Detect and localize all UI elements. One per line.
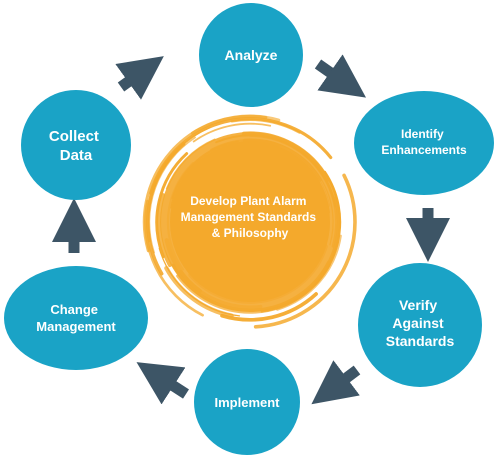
step-identify-line-2: Enhancements [381,143,467,157]
step-verify-against-standards: Verify Against Standards [358,263,482,387]
arrow-collect-to-analyze [115,56,164,100]
arrow-verify-to-implement [311,360,361,405]
center-label-line-3: & Philosophy [212,226,289,240]
sun-brush-stroke [155,126,211,180]
arrow-analyze-to-identify [314,54,367,98]
step-collect-label: Collect Data [49,128,103,164]
step-collect-circle [21,90,131,200]
cycle-arrows [52,54,450,405]
step-analyze-line-1: Analyze [225,47,278,63]
step-analyze-label: Analyze [225,47,278,63]
step-verify-line-1: Verify [399,297,437,313]
step-identify-label: Identify Enhancements [381,127,467,157]
step-implement-circle [194,349,300,455]
center-label: Develop Plant Alarm Management Standards… [181,194,320,240]
step-change-line-1: Change [50,302,98,317]
step-change-management: Change Management [4,266,148,370]
step-collect-data: Collect Data [21,90,131,200]
step-verify-circle [358,263,482,387]
sun-brush-stroke [230,118,301,134]
sun-brush-stroke [192,122,272,143]
step-identify-line-1: Identify [401,127,444,141]
step-verify-label: Verify Against Standards [386,297,455,349]
sun-brush-stroke [191,114,281,135]
step-verify-line-2: Against [392,315,444,331]
sun-brush-stroke [157,193,172,268]
center-label-line-1: Develop Plant Alarm [190,194,306,208]
step-collect-line-2: Data [60,147,93,164]
step-analyze: Analyze [199,3,303,107]
center-sun: Develop Plant Alarm Management Standards… [142,114,357,329]
step-analyze-circle [199,3,303,107]
step-collect-line-1: Collect [49,128,99,145]
step-change-label: Change Management [36,302,116,334]
step-implement-line-1: Implement [214,395,280,410]
sun-brush-stroke [164,266,234,318]
step-identify-enhancements: Identify Enhancements [354,91,494,195]
sun-brush-stroke [253,173,357,329]
step-implement: Implement [194,349,300,455]
sun-brush-stroke [260,241,340,313]
step-change-circle [4,266,148,370]
sun-brush-stroke [158,247,241,317]
step-verify-line-3: Standards [386,333,455,349]
step-change-line-2: Management [36,319,116,334]
center-sun-core [170,142,330,302]
arrow-implement-to-change [136,362,189,405]
sun-brush-stroke [155,152,189,259]
center-label-line-2: Management Standards [181,210,317,224]
sun-brush-stroke [220,292,318,322]
step-identify-circle [354,91,494,195]
step-implement-label: Implement [214,395,280,410]
sun-brush-stroke [276,234,342,311]
